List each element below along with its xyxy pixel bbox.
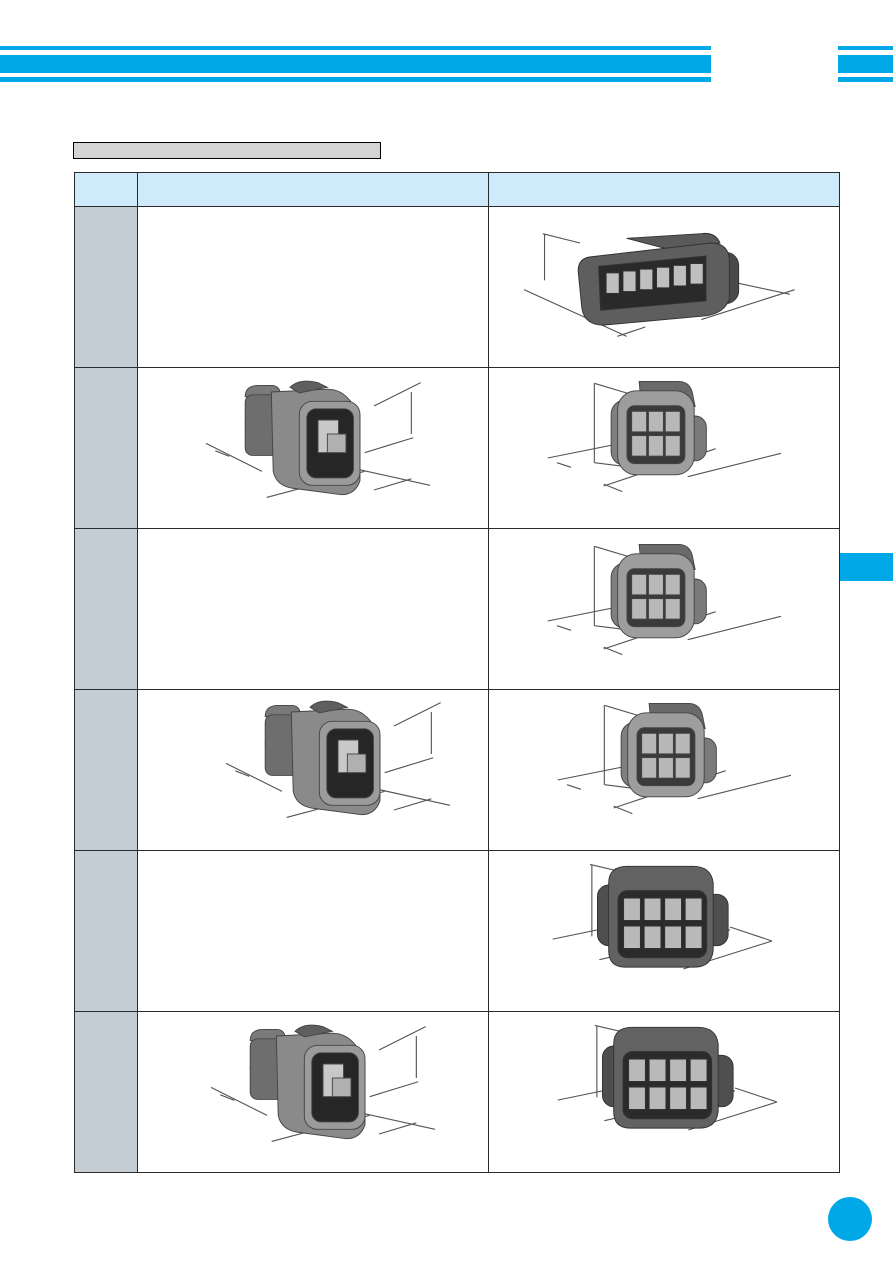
size-cell [74,1011,138,1173]
table-row [74,850,840,1012]
female-cell [488,206,840,368]
page-number-badge [828,1197,872,1241]
male-connector-image [198,698,478,838]
chapter-tab [839,553,893,581]
female-connector-image [529,374,809,514]
female-connector-image [539,696,819,836]
female-connector-image [529,537,809,677]
table-header-row [74,172,840,207]
male-connector-image [178,378,458,518]
column-header-male [137,172,489,207]
column-header-size [74,172,138,207]
table-row [74,1011,840,1173]
male-cell [137,1011,489,1173]
female-cell [488,528,840,690]
header-stripe-right-1 [838,46,893,50]
female-connector-image [539,1018,819,1158]
size-cell [74,367,138,529]
male-cell [137,367,489,529]
female-cell [488,367,840,529]
table-row [74,689,840,851]
table-row [74,367,840,529]
header-stripe-1 [0,46,711,50]
male-connector-image [183,1022,463,1162]
male-cell-empty [137,850,489,1012]
header-stripe-right-3 [838,77,893,82]
section-label [73,142,381,159]
female-cell [488,689,840,851]
female-connector-image [534,857,814,997]
male-cell [137,689,489,851]
size-cell [74,206,138,368]
column-header-female [488,172,840,207]
table-row [74,528,840,690]
header-stripe-2 [0,55,711,73]
female-connector-image [509,215,819,355]
connector-table [74,172,840,1173]
female-cell [488,1011,840,1173]
size-cell [74,528,138,690]
male-cell-empty [137,206,489,368]
size-cell [74,689,138,851]
header-stripe-3 [0,77,711,82]
table-row [74,206,840,368]
female-cell [488,850,840,1012]
size-cell [74,850,138,1012]
header-stripe-right-2 [838,55,893,73]
male-cell-empty [137,528,489,690]
